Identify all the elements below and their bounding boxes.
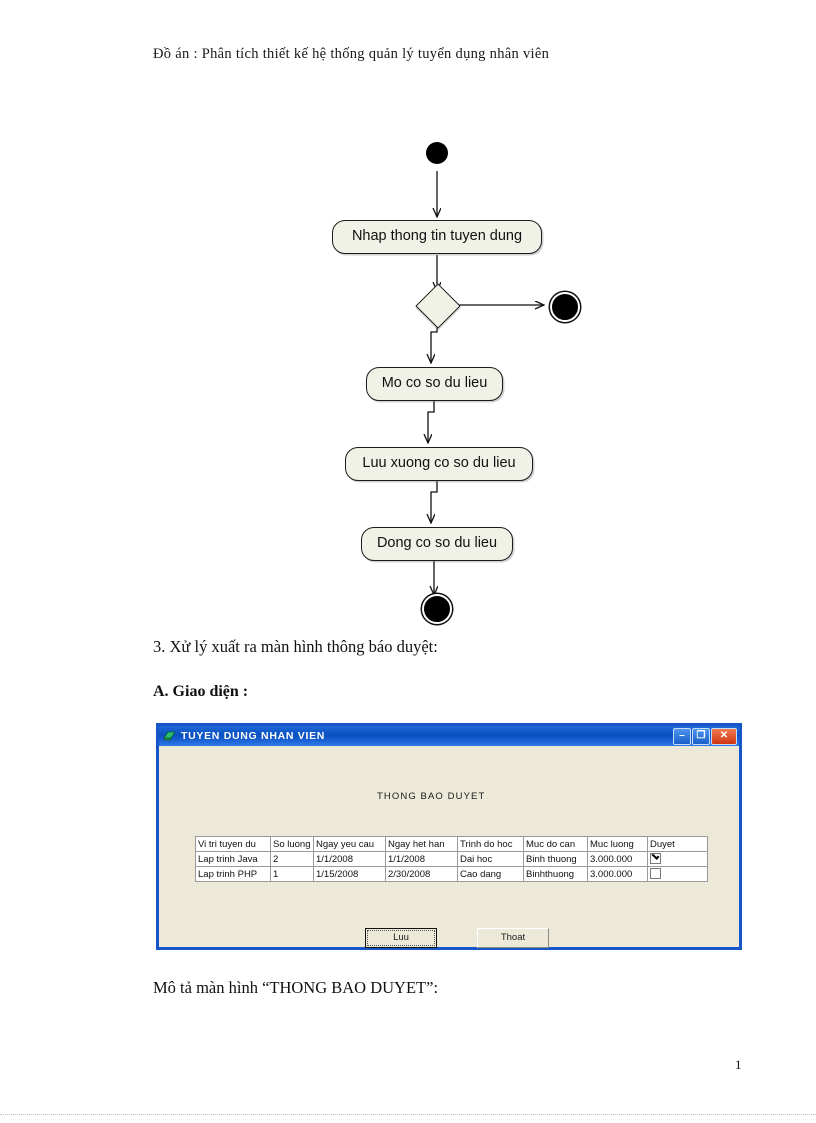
exit-button[interactable]: Thoat (477, 928, 549, 948)
cell-ngay-het-han[interactable]: 2/30/2008 (385, 866, 458, 882)
cell-vi-tri[interactable]: Lap trinh Java (195, 851, 271, 867)
form-title: THONG BAO DUYET (377, 791, 486, 802)
application-window: TUYEN DUNG NHAN VIEN – ❐ ✕ THONG BAO DUY… (156, 723, 742, 950)
activity-node-luu-xuong-co-so-du-lieu[interactable]: Luu xuong co so du lieu (345, 447, 533, 481)
data-grid-wrapper: Vi tri tuyen du So luong Ngay yeu cau Ng… (195, 836, 708, 882)
duyet-checkbox[interactable] (650, 853, 661, 865)
table-row[interactable]: Lap trinh PHP 1 1/15/2008 2/30/2008 Cao … (195, 866, 708, 882)
cell-so-luong[interactable]: 1 (270, 866, 314, 882)
activity-node-mo-co-so-du-lieu[interactable]: Mo co so du lieu (366, 367, 503, 401)
cell-duyet[interactable] (647, 866, 708, 882)
close-icon: ✕ (719, 729, 729, 741)
cell-vi-tri[interactable]: Lap trinh PHP (195, 866, 271, 882)
page-number: 1 (735, 1057, 742, 1072)
window-client-area: THONG BAO DUYET Vi tri tuyen du So luong… (159, 746, 739, 948)
cell-muc-luong[interactable]: 3.000.000 (587, 866, 648, 882)
section-heading: 3. Xử lý xuất ra màn hình thông báo duyệ… (153, 637, 438, 656)
cell-trinh-do[interactable]: Cao dang (457, 866, 524, 882)
cell-ngay-het-han[interactable]: 1/1/2008 (385, 851, 458, 867)
cell-ngay-yeu-cau[interactable]: 1/15/2008 (313, 866, 386, 882)
cell-so-luong[interactable]: 2 (270, 851, 314, 867)
final-node-main (424, 596, 450, 622)
col-header-ngay-yeu-cau[interactable]: Ngay yeu cau (313, 836, 386, 852)
col-header-so-luong[interactable]: So luong (270, 836, 314, 852)
cell-muc-luong[interactable]: 3.000.000 (587, 851, 648, 867)
minimize-button[interactable]: – (673, 727, 691, 745)
activity-node-nhap-thong-tin[interactable]: Nhap thong tin tuyen dung (332, 220, 542, 254)
table-row[interactable]: Lap trinh Java 2 1/1/2008 1/1/2008 Dai h… (195, 851, 708, 867)
figure-caption: Mô tả màn hình “THONG BAO DUYET”: (153, 978, 439, 997)
window-controls: – ❐ ✕ (673, 727, 737, 745)
col-header-muc-luong[interactable]: Muc luong (587, 836, 648, 852)
window-titlebar[interactable]: TUYEN DUNG NHAN VIEN – ❐ ✕ (159, 726, 739, 746)
col-header-trinh-do[interactable]: Trinh do hoc (457, 836, 524, 852)
subsection-heading: A. Giao diện : (153, 683, 249, 700)
footer-divider (0, 1114, 816, 1116)
window-title: TUYEN DUNG NHAN VIEN (181, 730, 326, 742)
uml-activity-diagram: Nhap thong tin tuyen dung Mo co so du li… (0, 110, 816, 630)
activity-node-dong-co-so-du-lieu[interactable]: Dong co so du lieu (361, 527, 513, 561)
cell-ngay-yeu-cau[interactable]: 1/1/2008 (313, 851, 386, 867)
cell-duyet[interactable] (647, 851, 708, 867)
grid-header-row: Vi tri tuyen du So luong Ngay yeu cau Ng… (195, 836, 708, 852)
final-node-branch (552, 294, 578, 320)
cell-muc-do-can[interactable]: Binhthuong (523, 866, 588, 882)
maximize-icon: ❐ (696, 729, 706, 741)
data-grid[interactable]: Vi tri tuyen du So luong Ngay yeu cau Ng… (195, 836, 708, 882)
initial-node (426, 142, 448, 164)
cell-muc-do-can[interactable]: Binh thuong (523, 851, 588, 867)
document-header: Đồ án : Phân tích thiết kế hệ thống quản… (153, 46, 550, 62)
close-button[interactable]: ✕ (711, 727, 737, 745)
maximize-button[interactable]: ❐ (692, 727, 710, 745)
duyet-checkbox[interactable] (650, 868, 661, 880)
col-header-muc-do-can[interactable]: Muc do can (523, 836, 588, 852)
minimize-icon: – (679, 729, 685, 741)
col-header-vi-tri[interactable]: Vi tri tuyen du (195, 836, 271, 852)
app-icon (163, 731, 176, 741)
col-header-ngay-het-han[interactable]: Ngay het han (385, 836, 458, 852)
save-button[interactable]: Luu (365, 928, 437, 948)
col-header-duyet[interactable]: Duyet (647, 836, 708, 852)
cell-trinh-do[interactable]: Dai hoc (457, 851, 524, 867)
